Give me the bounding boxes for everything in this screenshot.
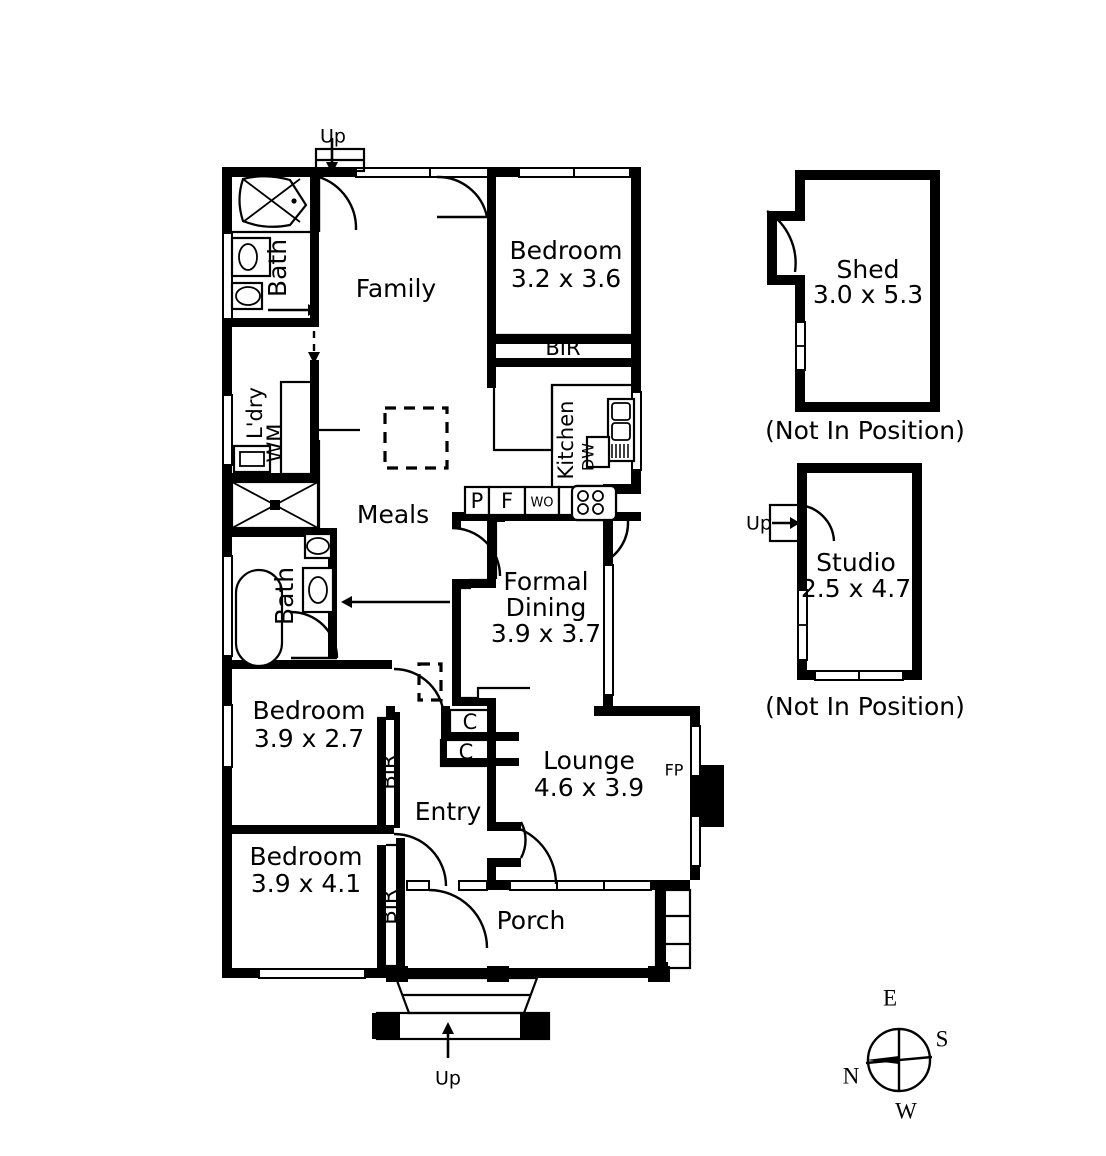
void-markers	[383, 406, 449, 702]
annotation-bir-mid: BIR	[377, 754, 401, 789]
stairs-porch	[372, 976, 551, 1041]
compass-label-left: N	[843, 1063, 860, 1088]
room-dim-studio: 2.5 x 4.7	[801, 574, 911, 603]
annotation-closet-2: C	[459, 740, 474, 764]
room-dim-shed: 3.0 x 5.3	[813, 280, 923, 309]
annotation-washing-machine: WM	[263, 424, 287, 463]
annotation-pantry: P	[471, 489, 484, 513]
room-label-bedroom-south: Bedroom	[249, 842, 362, 871]
room-label-bath-north: Bath	[263, 239, 292, 297]
room-label-kitchen: Kitchen	[554, 401, 578, 480]
windows	[222, 167, 701, 979]
compass-label-right: S	[936, 1026, 949, 1051]
shed-structure	[766, 170, 940, 412]
room-label-meals: Meals	[357, 500, 429, 529]
room-label-laundry: L'dry	[243, 387, 267, 439]
room-label-bath-south: Bath	[270, 567, 299, 625]
room-label-bedroom-north: Bedroom	[509, 236, 622, 265]
room-dim-bedroom-mid: 3.9 x 2.7	[254, 724, 364, 753]
annotation-dishwasher: DW	[579, 443, 598, 471]
annotation-bir-south: BIR	[377, 889, 401, 924]
annotation-fireplace: FP	[665, 761, 684, 780]
annotation-wall-oven: WO	[530, 496, 553, 511]
room-label-studio: Studio	[816, 548, 896, 577]
fireplace	[700, 765, 724, 827]
room-label-bedroom-mid: Bedroom	[252, 696, 365, 725]
stairs-north	[314, 147, 366, 173]
kitchen-fixtures	[463, 397, 636, 522]
room-label-shed: Shed	[837, 255, 900, 284]
room-label-lounge: Lounge	[543, 746, 635, 775]
room-dim-bedroom-north: 3.2 x 3.6	[511, 264, 621, 293]
annotation-closet-1: C	[463, 710, 478, 734]
annotation-fridge: F	[501, 489, 513, 513]
annotation-bir-north: BIR	[545, 336, 580, 360]
room-dim-formal-dining: 3.9 x 3.7	[491, 619, 601, 648]
room-label-porch: Porch	[497, 906, 566, 935]
room-label-formal-dining-line2: Dining	[506, 593, 587, 622]
room-dim-lounge: 4.6 x 3.9	[534, 773, 644, 802]
laundry-fixtures	[230, 444, 320, 530]
stairs-label-up-studio: Up	[746, 513, 772, 535]
compass-rose-graphic	[865, 1027, 933, 1093]
access-arrows	[268, 138, 454, 1058]
bath-north-fixtures	[230, 175, 308, 311]
studio-structure	[768, 463, 922, 681]
stairs-label-up-porch: Up	[435, 1068, 461, 1090]
room-label-family: Family	[356, 274, 437, 303]
room-label-formal-dining-line1: Formal	[503, 567, 588, 596]
stairs-label-up-north: Up	[320, 126, 346, 148]
shed-position-note: (Not In Position)	[765, 416, 965, 445]
compass-label-top: E	[883, 985, 897, 1010]
bath-south-fixtures	[234, 532, 335, 668]
room-dim-bedroom-south: 3.9 x 4.1	[251, 869, 361, 898]
compass-label-bottom: W	[895, 1098, 917, 1123]
studio-position-note: (Not In Position)	[765, 692, 965, 721]
room-label-entry: Entry	[415, 797, 482, 826]
doors	[290, 175, 630, 949]
